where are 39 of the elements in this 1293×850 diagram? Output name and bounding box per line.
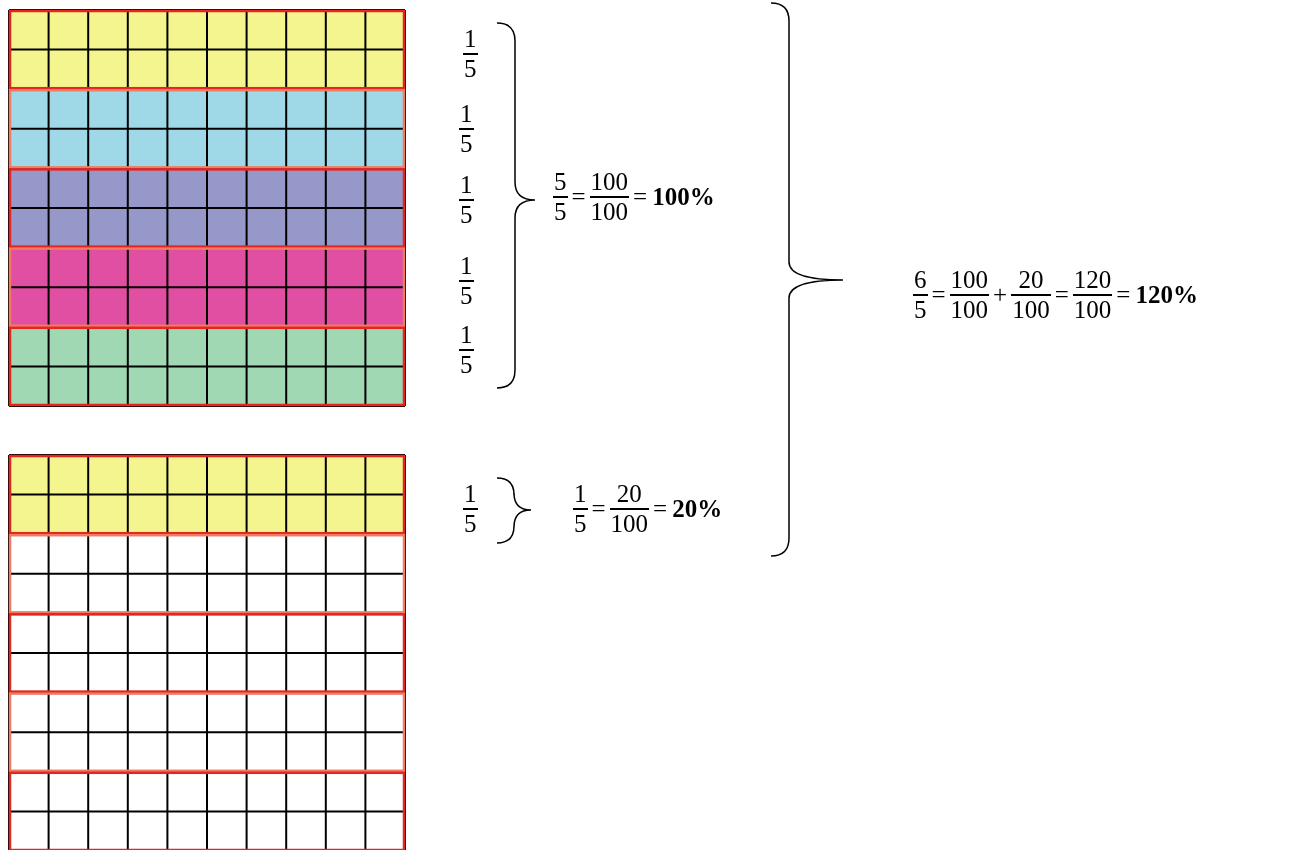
numerator: 1 (459, 322, 474, 349)
equals-sign: = (590, 495, 607, 523)
denominator: 5 (463, 510, 478, 537)
percentage: 100% (651, 183, 716, 211)
numerator: 1 (459, 101, 474, 128)
numerator: 1 (463, 26, 478, 53)
numerator: 1 (459, 172, 474, 199)
numerator: 1 (459, 253, 474, 280)
denominator: 100 (1072, 296, 1113, 323)
denominator: 100 (609, 510, 650, 537)
denominator: 5 (459, 282, 474, 309)
numerator: 100 (589, 169, 630, 196)
denominator: 100 (949, 296, 990, 323)
equals-sign: = (570, 183, 587, 211)
denominator: 5 (573, 510, 588, 537)
denominator: 5 (459, 351, 474, 378)
numerator: 1 (463, 481, 478, 508)
denominator: 5 (463, 55, 478, 82)
equals-sign: = (632, 183, 649, 211)
equals-sign: = (652, 495, 669, 523)
numerator: 20 (1017, 267, 1045, 294)
percentage: 20% (671, 495, 724, 523)
denominator: 5 (459, 130, 474, 157)
denominator: 5 (913, 296, 928, 323)
percentage: 120% (1134, 281, 1199, 309)
equals-sign: = (1053, 281, 1070, 309)
equals-sign: = (1115, 281, 1132, 309)
denominator: 100 (589, 198, 630, 225)
denominator: 5 (553, 198, 568, 225)
numerator: 100 (949, 267, 990, 294)
denominator: 100 (1011, 296, 1051, 323)
denominator: 5 (459, 201, 474, 228)
plus-sign: + (992, 281, 1009, 309)
equals-sign: = (930, 281, 947, 309)
numerator: 6 (913, 267, 928, 294)
numerator: 120 (1072, 267, 1113, 294)
numerator: 5 (553, 169, 568, 196)
numerator: 20 (615, 481, 643, 508)
numerator: 1 (573, 481, 588, 508)
